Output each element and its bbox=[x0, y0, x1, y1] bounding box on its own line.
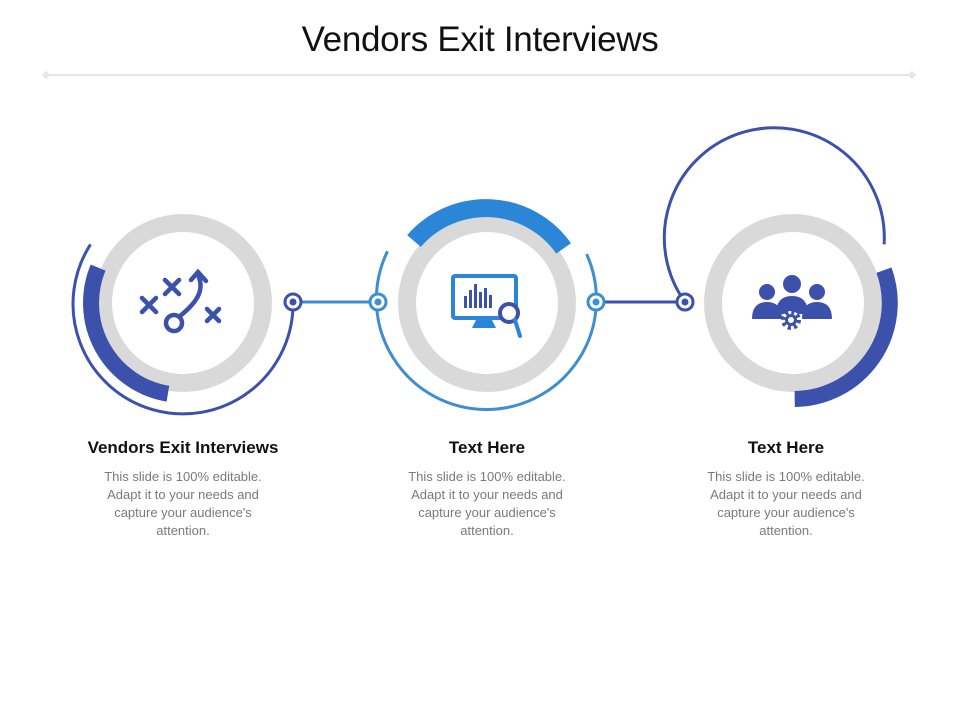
step-3-title: Text Here bbox=[747, 438, 825, 457]
team-settings-icon bbox=[752, 275, 832, 330]
step-1-description: This slide is 100% editable. Adapt it to… bbox=[104, 469, 262, 538]
step-3-text: Text Here This slide is 100% editable. A… bbox=[666, 438, 906, 540]
step-1-outer-arc bbox=[71, 243, 295, 416]
step-1-gray-ring bbox=[94, 214, 272, 392]
step-2-outer-arc bbox=[374, 250, 598, 411]
step-3-description: This slide is 100% editable. Adapt it to… bbox=[707, 469, 865, 538]
step-1-circle bbox=[71, 214, 303, 416]
step-2-title: Text Here bbox=[448, 438, 526, 457]
step-3-outer-arc bbox=[662, 126, 886, 303]
step-2-text: Text Here This slide is 100% editable. A… bbox=[367, 438, 607, 540]
step-2-gray-ring bbox=[398, 214, 576, 392]
step-1-text: Vendors Exit Interviews This slide is 10… bbox=[63, 438, 303, 540]
step-1-title: Vendors Exit Interviews bbox=[87, 438, 279, 457]
step-3-gray-ring bbox=[704, 214, 882, 392]
step-2-circle bbox=[368, 199, 606, 411]
step-3-circle bbox=[662, 126, 898, 407]
step-3-accent-arc bbox=[794, 267, 898, 407]
page-title: Vendors Exit Interviews bbox=[301, 20, 659, 59]
title-divider bbox=[41, 70, 917, 80]
step-2-description: This slide is 100% editable. Adapt it to… bbox=[408, 469, 566, 538]
step-1-accent-arc bbox=[83, 264, 170, 402]
step-2-accent-arc bbox=[407, 199, 571, 254]
strategy-plan-icon bbox=[139, 268, 222, 334]
monitor-analytics-icon bbox=[451, 274, 522, 338]
